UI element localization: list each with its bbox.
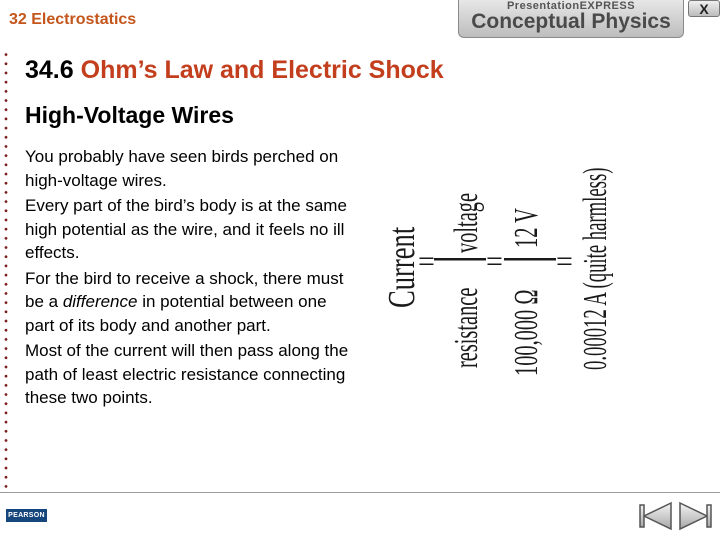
denominator-label: resistance xyxy=(448,288,486,368)
slide-footer: PEARSON xyxy=(0,492,720,540)
equation-equals-1: = xyxy=(418,245,435,278)
slide-title: 34.6 Ohm’s Law and Electric Shock xyxy=(25,56,444,85)
equation-result: 0.00012 A (quite harmless) xyxy=(576,168,613,370)
paragraph-3-emphasis: difference xyxy=(62,292,138,311)
brand-top-label: PresentationEXPRESS xyxy=(506,0,636,12)
nav-next-icon[interactable] xyxy=(677,501,713,531)
nav-prev-icon[interactable] xyxy=(638,501,674,531)
slide-subtitle: High-Voltage Wires xyxy=(25,102,234,128)
section-title: Ohm’s Law and Electric Shock xyxy=(80,56,444,84)
numerator-value: 12 V xyxy=(508,208,546,248)
footer-divider xyxy=(0,492,720,493)
fraction-bar-1 xyxy=(434,258,486,261)
slide-body: You probably have seen birds perched on … xyxy=(25,145,360,412)
denominator-value: 100,000 Ω xyxy=(508,290,546,376)
paragraph-3-after: in potential between one part of its bod… xyxy=(25,292,327,335)
fraction-bar-2 xyxy=(504,258,556,261)
numerator-label: voltage xyxy=(448,193,486,253)
ohms-law-equation: Current = voltage resistance = 12 V 100,… xyxy=(382,168,614,376)
publisher-logo: PEARSON xyxy=(6,509,47,522)
paragraph-1: You probably have seen birds perched on … xyxy=(25,147,339,190)
paragraph-2: Every part of the bird’s body is at the … xyxy=(25,196,347,262)
brand-banner: PresentationEXPRESS Conceptual Physics xyxy=(458,0,684,38)
chapter-label: 32 Electrostatics xyxy=(9,11,137,28)
slide-header: 32 Electrostatics PresentationEXPRESS Co… xyxy=(0,0,720,42)
equation-lhs: Current xyxy=(382,227,424,308)
equation-equals-2: = xyxy=(486,245,503,278)
paragraph-4: Most of the current will then pass along… xyxy=(25,341,349,407)
equation-equals-3: = xyxy=(556,245,573,278)
paragraph-3: For the bird to receive a shock, there m… xyxy=(25,267,360,338)
close-button[interactable]: X xyxy=(688,0,720,17)
section-number: 34.6 xyxy=(25,56,74,84)
paragraph-3-before: For the bird to receive a shock, there m… xyxy=(25,268,344,312)
dotted-margin xyxy=(3,50,9,490)
brand-main-label: Conceptual Physics xyxy=(471,10,671,33)
